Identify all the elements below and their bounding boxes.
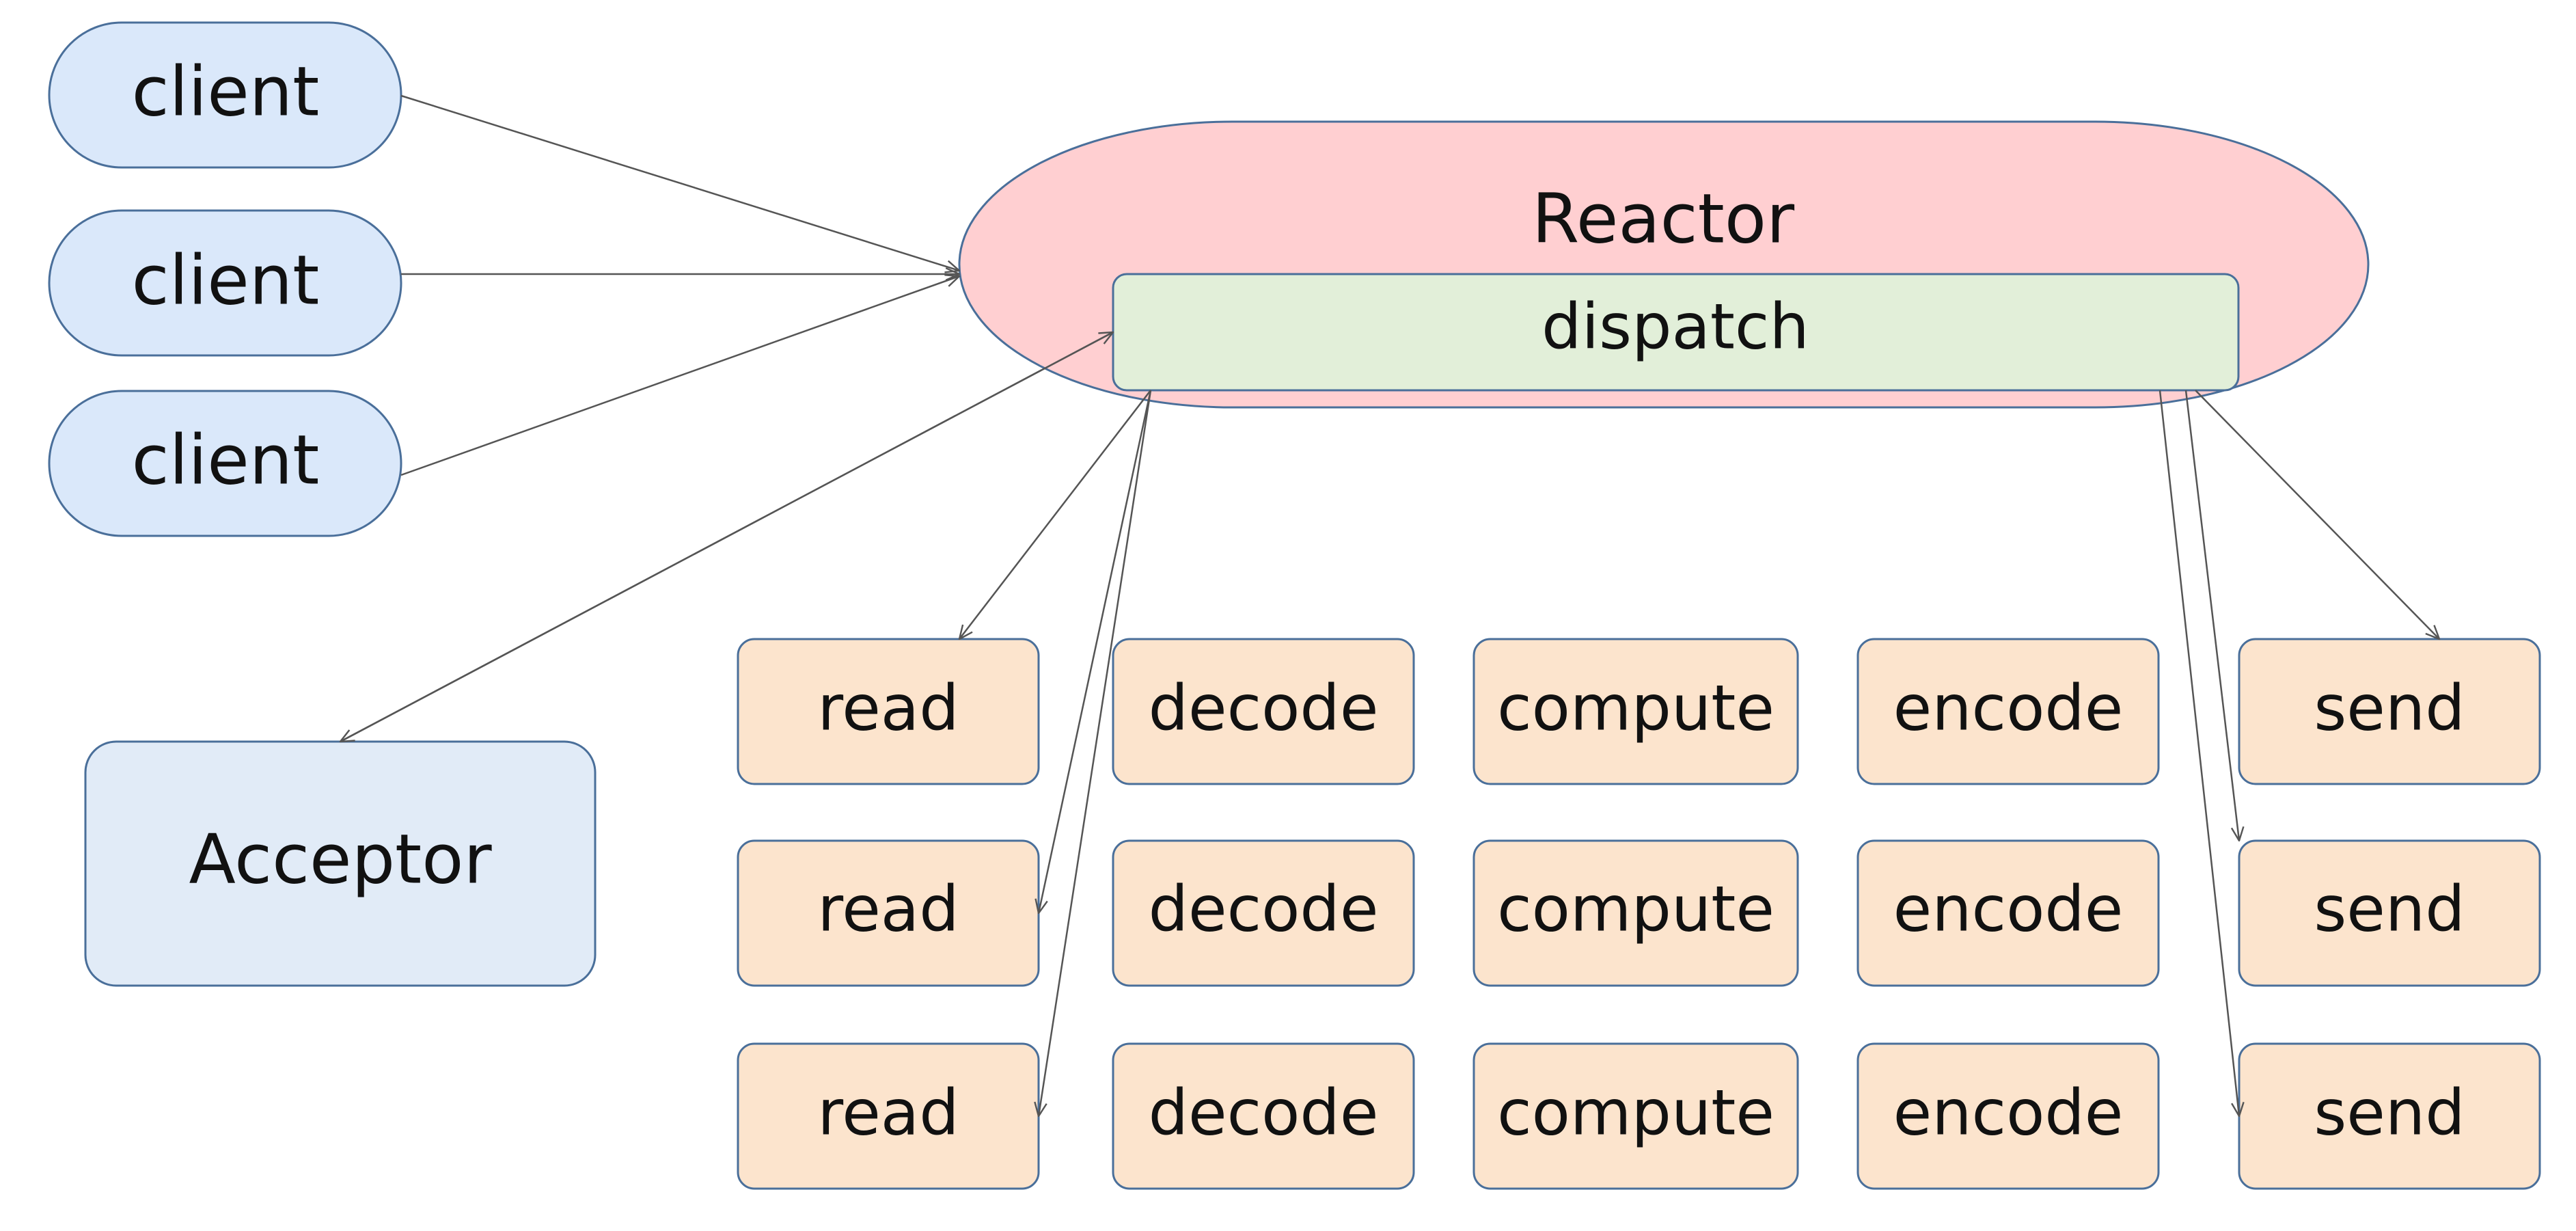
encode-task: encode — [1856, 839, 2160, 987]
client-node: client — [48, 390, 402, 537]
encode-task: encode — [1856, 638, 2160, 785]
client-label: client — [132, 420, 320, 500]
client-label: client — [132, 241, 320, 321]
compute-task: compute — [1472, 1042, 1799, 1190]
read-label: read — [817, 873, 959, 946]
arrow-client-1-to-reactor — [400, 94, 959, 271]
arrow-dispatch-to-read-3 — [1039, 390, 1152, 1116]
arrow-dispatch-to-acceptor — [340, 331, 1114, 742]
arrow-dispatch-to-send-2 — [2184, 390, 2239, 841]
send-task: send — [2238, 638, 2541, 785]
acceptor-node: Acceptor — [84, 740, 597, 987]
decode-task: decode — [1112, 839, 1415, 987]
read-label: read — [817, 1077, 959, 1150]
read-task: read — [737, 638, 1040, 785]
arrow-client-3-to-reactor — [400, 276, 959, 476]
arrow-dispatch-to-send-3 — [2159, 390, 2239, 1116]
send-label: send — [2314, 1077, 2465, 1150]
decode-task: decode — [1112, 638, 1415, 785]
read-label: read — [817, 672, 959, 745]
compute-label: compute — [1497, 672, 1775, 745]
encode-label: encode — [1893, 1077, 2124, 1150]
send-label: send — [2314, 873, 2465, 946]
decode-label: decode — [1149, 873, 1379, 946]
encode-task: encode — [1856, 1042, 2160, 1190]
decode-task: decode — [1112, 1042, 1415, 1190]
encode-label: encode — [1893, 873, 2124, 946]
compute-label: compute — [1497, 873, 1775, 946]
compute-task: compute — [1472, 839, 1799, 987]
dispatch-node: dispatch — [1112, 273, 2240, 392]
reactor-label: Reactor — [1532, 179, 1795, 259]
compute-label: compute — [1497, 1077, 1775, 1150]
decode-label: decode — [1149, 1077, 1379, 1150]
client-node: client — [48, 209, 402, 357]
encode-label: encode — [1893, 672, 2124, 745]
client-node: client — [48, 21, 402, 169]
edges — [340, 94, 2439, 1116]
client-label: client — [132, 52, 320, 132]
send-task: send — [2238, 1042, 2541, 1190]
arrow-dispatch-to-read-1 — [959, 390, 1151, 639]
arrow-dispatch-to-read-2 — [1039, 390, 1152, 913]
send-task: send — [2238, 839, 2541, 987]
acceptor-label: Acceptor — [189, 820, 492, 899]
arrow-dispatch-to-send-1 — [2195, 390, 2439, 639]
decode-label: decode — [1149, 672, 1379, 745]
compute-task: compute — [1472, 638, 1799, 785]
read-task: read — [737, 839, 1040, 987]
read-task: read — [737, 1042, 1040, 1190]
dispatch-label: dispatch — [1542, 290, 1809, 364]
send-label: send — [2314, 672, 2465, 745]
